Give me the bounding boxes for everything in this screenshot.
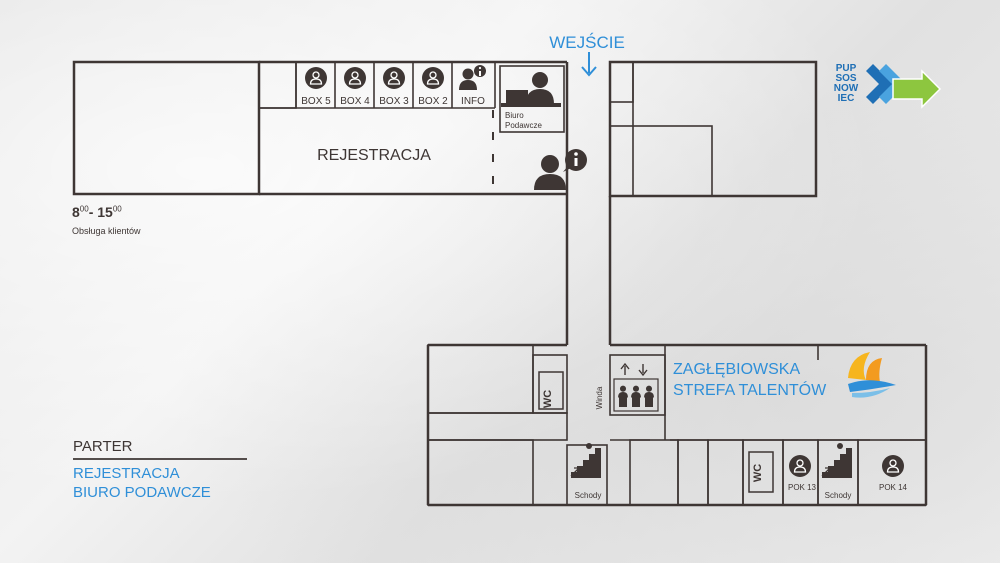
box5-label: BOX 5 <box>301 96 331 107</box>
box4-person-icon <box>343 66 367 90</box>
info-person-icon <box>459 65 486 90</box>
pup-logo <box>866 64 942 109</box>
logo-letters-4: IEC <box>838 93 855 104</box>
stairs-label-right: Schody <box>825 491 852 500</box>
info-label: INFO <box>461 96 485 107</box>
office-label-line2: Podawcze <box>505 121 542 130</box>
talent-zone-line1: ZAGŁĘBIOWSKA <box>673 361 800 378</box>
hours-separator: - <box>88 204 98 220</box>
hours-to: 15 <box>97 204 113 220</box>
legend-item-registration: REJESTRACJA <box>73 465 180 482</box>
elevator-label: Winda <box>595 386 604 409</box>
box3-person-icon <box>382 66 406 90</box>
stairs-label-left: Schody <box>575 491 602 500</box>
entrance-arrow-icon <box>581 52 597 77</box>
box4-label: BOX 4 <box>340 96 370 107</box>
entrance-label: WEJŚCIE <box>549 33 625 52</box>
pok14-label: POK 14 <box>879 483 908 492</box>
stairs-icon-left <box>570 443 601 478</box>
help-person-icon <box>534 149 587 190</box>
office-label-line1: Biuro <box>505 111 524 120</box>
talent-zone-line2: STREFA TALENTÓW <box>673 380 827 399</box>
logo-letters-3: NOW <box>834 83 859 94</box>
logo-letters-2: SOS <box>835 73 856 84</box>
registration-label: REJESTRACJA <box>317 147 431 164</box>
wc-label-right: WC <box>752 464 764 482</box>
top-left-wing <box>72 60 569 345</box>
logo-letters-1: PUP <box>836 63 857 74</box>
pok14-person-icon <box>881 454 905 478</box>
box5-person-icon <box>304 66 328 90</box>
box2-person-icon <box>421 66 445 90</box>
hours-caption: Obsługa klientów <box>72 226 141 236</box>
elevator-icon <box>613 362 659 412</box>
clerk-laptop-icon <box>501 72 561 107</box>
hours-to-sup: 00 <box>112 204 122 214</box>
top-right-wing <box>608 60 818 345</box>
bottom-wing <box>426 343 928 507</box>
hours-from-sup: 00 <box>79 204 89 214</box>
box2-label: BOX 2 <box>418 96 448 107</box>
pok13-label: POK 13 <box>788 483 817 492</box>
talent-zone-logo <box>848 352 896 398</box>
legend-floor: PARTER <box>73 438 133 455</box>
legend-item-office: BIURO PODAWCZE <box>73 484 211 501</box>
stairs-icon-right <box>821 443 852 478</box>
box3-label: BOX 3 <box>379 96 409 107</box>
wc-sign-right <box>748 451 774 493</box>
wc-label-left: WC <box>542 390 554 408</box>
wc-sign-left <box>538 371 564 410</box>
hours-from: 8 <box>72 204 80 220</box>
pok13-person-icon <box>788 454 812 478</box>
opening-hours: 800- 1500 <box>72 204 122 220</box>
